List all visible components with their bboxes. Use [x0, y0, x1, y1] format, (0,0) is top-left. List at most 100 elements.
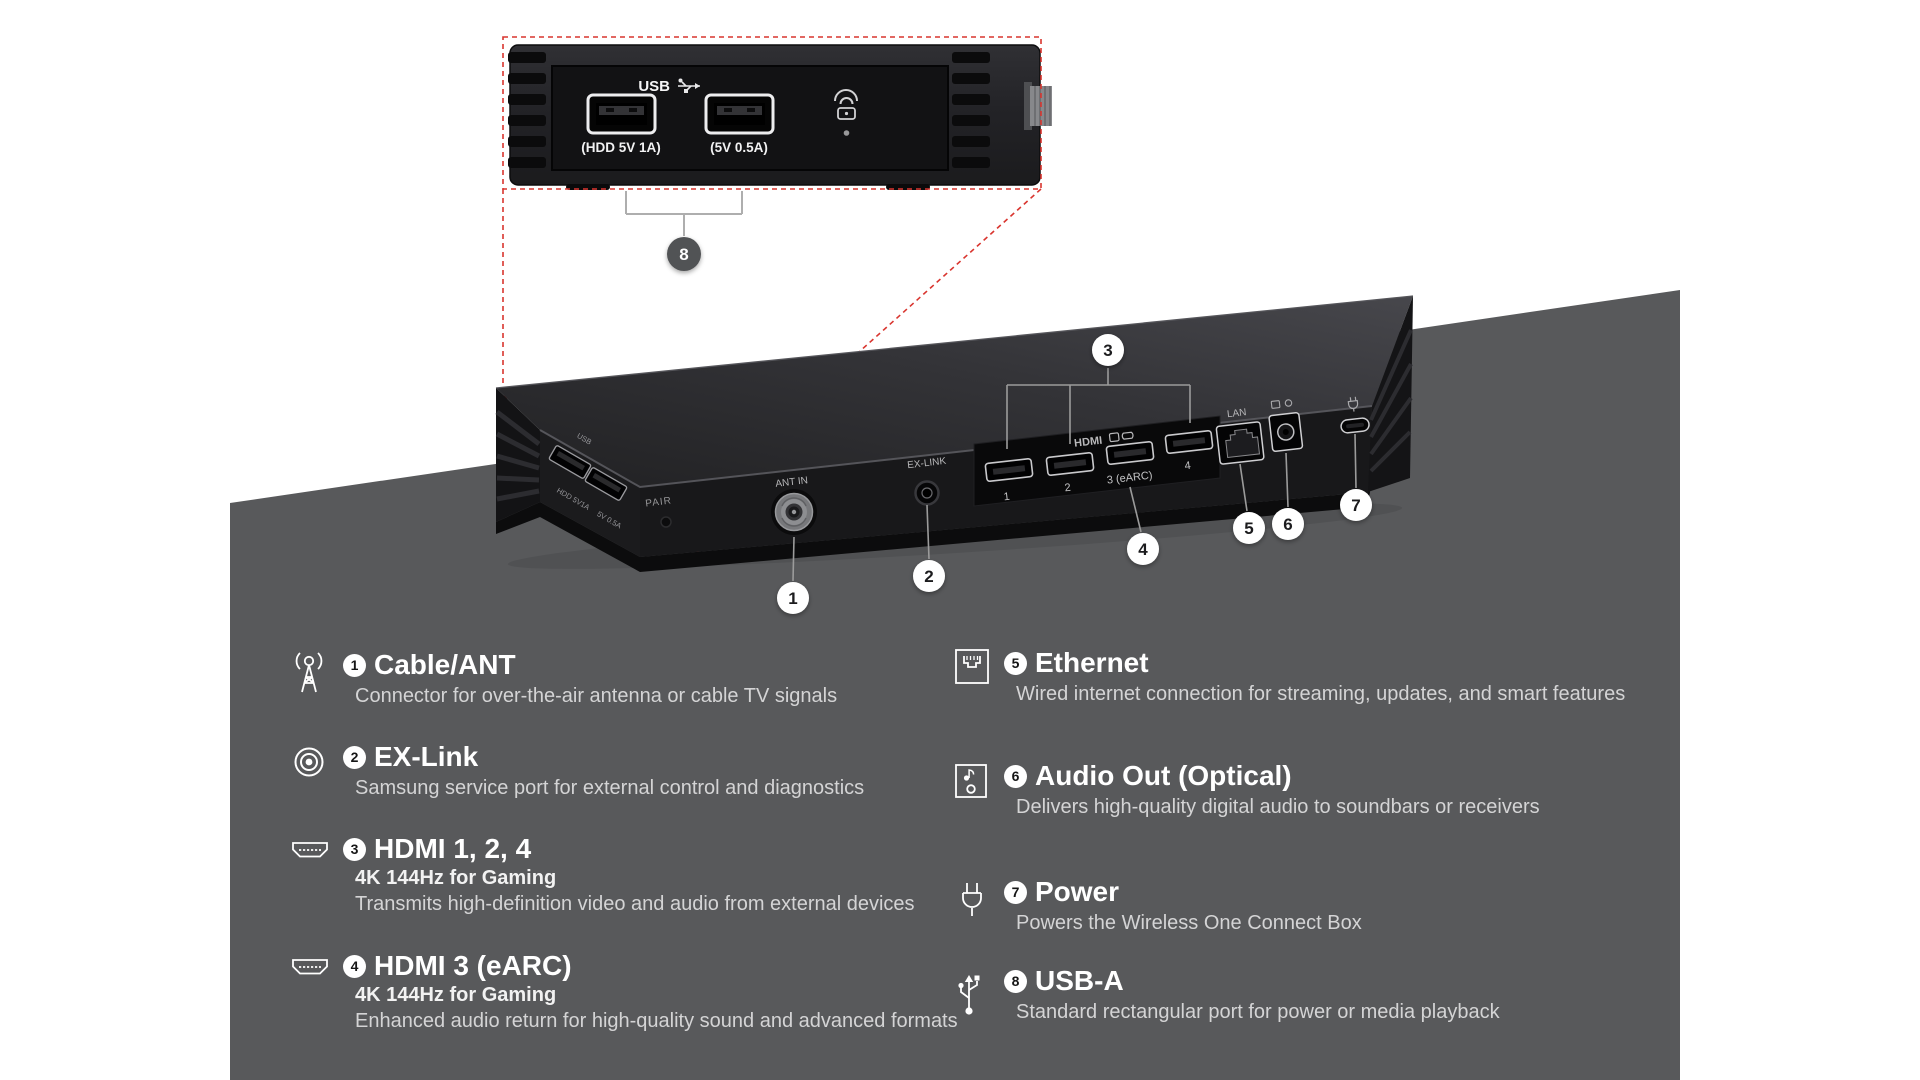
legend-title: HDMI 3 (eARC) [374, 950, 572, 981]
legend-desc: Wired internet connection for streaming,… [1016, 683, 1626, 705]
legend-number-badge: 5 [1004, 651, 1027, 675]
legend-subtitle: 4K 144Hz for Gaming [355, 984, 557, 1006]
legend-title: HDMI 1, 2, 4 [374, 833, 532, 864]
legend-item-audio-out-optical: 6 Audio Out (Optical) Delivers high-qual… [954, 760, 1540, 819]
legend-item-usb-a: 8 USB-A Standard rectangular port for po… [954, 965, 1500, 1024]
hdmi-port-1-label: 1 [1003, 491, 1010, 504]
inset-usb-port-2 [704, 93, 775, 135]
callout-1: 1 [777, 582, 809, 614]
svg-text:7: 7 [1351, 496, 1360, 515]
legend-desc: Powers the Wireless One Connect Box [1016, 912, 1362, 934]
callout-2: 2 [913, 560, 945, 592]
legend-title: Cable/ANT [374, 649, 516, 680]
legend-number-badge: 2 [343, 745, 366, 769]
inset-left-ridges [508, 52, 546, 168]
hdmi-port-4 [1164, 429, 1214, 455]
game-controller-icon [1121, 431, 1134, 440]
inset-port1-label: (HDD 5V 1A) [581, 140, 661, 155]
legend-title: Audio Out (Optical) [1035, 760, 1292, 791]
ant-in-label: ANT IN [775, 475, 809, 490]
hdmi-port-1 [984, 457, 1034, 483]
hdmi-port-3-label: 3 (eARC) [1106, 469, 1153, 486]
pair-button [660, 516, 672, 528]
usb-trident-icon [954, 968, 1004, 1018]
legend-desc: Delivers high-quality digital audio to s… [1016, 796, 1540, 818]
legend-title: Power [1035, 876, 1120, 907]
usb-trident-icon [678, 78, 700, 93]
inset-status-dot [843, 130, 850, 136]
svg-text:3: 3 [1103, 341, 1112, 360]
target-rings-icon [291, 744, 343, 780]
optical-port [1268, 399, 1304, 453]
usb-callout-bracket [625, 191, 743, 236]
legend-number-badge: 4 [343, 954, 366, 978]
device-base [496, 492, 1370, 572]
callout-5: 5 [1233, 512, 1265, 544]
callout-7: 7 [1340, 489, 1372, 521]
callout-badges: 1 2 3 4 5 6 7 8 [667, 237, 1372, 614]
power-plug-icon [954, 877, 1004, 921]
svg-text:5: 5 [1244, 519, 1253, 538]
pair-label: PAIR [645, 495, 673, 509]
legend-desc: Samsung service port for external contro… [355, 777, 865, 799]
hdmi-port-2 [1045, 451, 1095, 477]
svg-text:8: 8 [679, 245, 688, 264]
lan-port: LAN [1215, 407, 1265, 465]
legend-number-badge: 7 [1004, 880, 1027, 904]
inset-right-ridges [952, 52, 990, 168]
legend-number-badge: 1 [343, 653, 366, 677]
inset-usb-port-1 [586, 93, 657, 135]
legend-number-badge: 8 [1004, 969, 1027, 993]
inset-coax-connector [1024, 82, 1052, 130]
device-left-ridges [495, 388, 541, 522]
hdmi-port-3 [1105, 440, 1155, 466]
legend-title: EX-Link [374, 741, 479, 772]
legend-number-badge: 6 [1004, 764, 1027, 788]
device-top-face [496, 296, 1413, 487]
svg-text:4: 4 [1138, 540, 1148, 559]
wifi-indicator-icon [834, 89, 858, 120]
callout-lines [792, 368, 1357, 582]
legend-desc: Enhanced audio return for high-quality s… [355, 1010, 958, 1032]
hdmi-logo-row: HDMI [1074, 431, 1134, 450]
legend-item-power: 7 Power Powers the Wireless One Connect … [954, 876, 1362, 935]
callout-6: 6 [1272, 508, 1304, 540]
hdmi-cert-icon [1108, 432, 1120, 443]
legend-desc: Standard rectangular port for power or m… [1016, 1001, 1500, 1023]
svg-text:1: 1 [788, 589, 797, 608]
callout-3: 3 [1092, 334, 1124, 366]
one-connect-box-device: USB HDD 5V1A 5V 0.5A PAIR ANT IN EX-LINK [495, 295, 1414, 572]
hdmi-group-label: HDMI [1074, 435, 1103, 450]
antenna-icon [291, 650, 343, 696]
legend-item-ex-link: 2 EX-Link Samsung service port for exter… [291, 741, 865, 800]
svg-text:6: 6 [1283, 515, 1292, 534]
ex-link-label: EX-LINK [907, 456, 947, 471]
legend-desc: Transmits high-definition video and audi… [355, 893, 915, 915]
power-port-icon [1347, 396, 1359, 412]
lan-label: LAN [1226, 407, 1247, 420]
legend-item-ethernet: 5 Ethernet Wired internet connection for… [954, 647, 1626, 706]
device-right-ridges [1368, 296, 1413, 492]
usb-closeup-inset: USB (HDD 5V 1A) (5V 0.5A) [508, 44, 1052, 190]
legend-item-cable-ant: 1 Cable/ANT Connector for over-the-air a… [291, 649, 837, 708]
legend-item-hdmi-124: 3 HDMI 1, 2, 4 4K 144Hz for Gaming Trans… [291, 833, 915, 916]
legend-number-badge: 3 [343, 837, 366, 861]
inset-port2-label: (5V 0.5A) [710, 140, 768, 155]
ex-link-jack: EX-LINK [907, 456, 947, 506]
hdmi-connector-icon [291, 841, 343, 859]
inset-usb-label: USB [638, 78, 670, 95]
hdmi-connector-icon [291, 958, 343, 976]
usb-c-power-port [1340, 396, 1370, 434]
hdmi-port-4-label: 4 [1184, 460, 1191, 473]
ethernet-icon [954, 648, 1004, 686]
optical-audio-icon [954, 763, 1004, 799]
legend-item-hdmi-3-earc: 4 HDMI 3 (eARC) 4K 144Hz for Gaming Enha… [291, 950, 958, 1033]
legend-title: USB-A [1035, 965, 1124, 996]
legend-subtitle: 4K 144Hz for Gaming [355, 867, 557, 889]
svg-text:2: 2 [924, 567, 933, 586]
hdmi-port-2-label: 2 [1064, 482, 1071, 495]
callout-8: 8 [667, 237, 701, 271]
callout-4: 4 [1127, 533, 1159, 565]
